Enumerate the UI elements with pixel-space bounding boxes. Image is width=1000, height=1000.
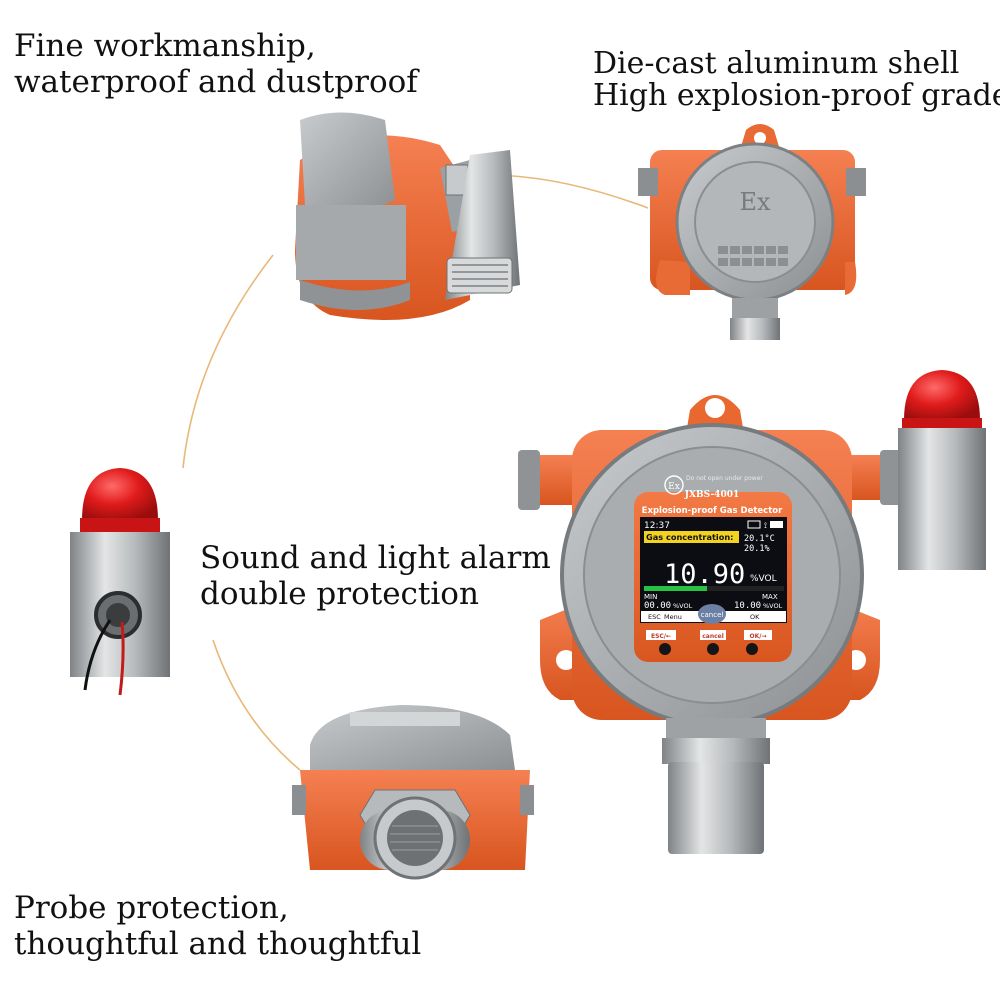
ring-warning-text: Do not open under power: [686, 475, 763, 482]
model-number: JXBS-4001: [684, 490, 739, 500]
button-esc[interactable]: ESC/←: [646, 630, 676, 655]
caption-workmanship-line1: Fine workmanship,: [14, 28, 316, 64]
button-ok[interactable]: OK/→: [744, 630, 772, 655]
max-unit: %VOL: [763, 602, 783, 610]
caption-shell-line1: Die-cast aluminum shell: [593, 46, 960, 81]
caption-probe: Probe protection, thoughtful and thought…: [14, 890, 421, 962]
svg-text:ESC/←: ESC/←: [651, 633, 671, 640]
closeup-diecast-shell: Ex: [638, 124, 866, 340]
gas-level-fill: [644, 586, 707, 591]
guide-arc-upper-left: [182, 254, 274, 469]
softkey-cancel: cancel: [701, 611, 724, 619]
softkey-ok: OK: [750, 613, 760, 621]
ex-mark-icon: [664, 475, 684, 495]
closeup-probe-housing: [292, 705, 534, 880]
gas-reading-value: 10.90: [664, 559, 745, 590]
caption-alarm-line2: double protection: [200, 576, 479, 612]
caption-alarm: Sound and light alarm double protection: [200, 540, 551, 612]
gas-concentration-label: Gas concentration:: [646, 532, 733, 542]
caption-probe-line2: thoughtful and thoughtful: [14, 926, 422, 962]
button-cancel[interactable]: cancel: [700, 630, 726, 655]
product-title: Explosion-proof Gas Detector: [642, 506, 783, 516]
caption-alarm-line1: Sound and light alarm: [200, 540, 551, 576]
caption-shell-line2: High explosion-proof grade: [593, 78, 1000, 113]
usb-icon: ⟟: [764, 521, 767, 530]
caption-probe-line1: Probe protection,: [14, 890, 289, 926]
softkey-esc: ESC: [648, 613, 661, 621]
shell-ex-marking: Ex: [739, 188, 771, 216]
max-label: MAX: [762, 593, 778, 601]
softkey-menu: Menu: [664, 613, 682, 621]
min-unit: %VOL: [673, 602, 693, 610]
alarm-beacon-icon: [70, 468, 170, 696]
gas-detector-main: Ex Do not open under power JXBS-4001 Exp…: [518, 370, 986, 854]
max-value: 10.00: [734, 601, 761, 611]
caption-shell: Die-cast aluminum shell High explosion-p…: [593, 48, 1000, 112]
min-value: 00.00: [644, 601, 671, 611]
svg-text:OK/→: OK/→: [750, 633, 767, 640]
caption-workmanship-line2: waterproof and dustproof: [14, 64, 418, 100]
guide-arc-lower-left: [212, 639, 301, 771]
lcd-time: 12:37: [644, 521, 670, 531]
side-alarm-beacon: [898, 370, 986, 570]
humidity-reading: 20.1%: [744, 544, 770, 554]
closeup-probe-joint: [295, 112, 520, 320]
gas-level-bar: [644, 586, 784, 591]
caption-workmanship: Fine workmanship, waterproof and dustpro…: [14, 28, 418, 100]
device-ex-mark: Ex: [668, 482, 680, 492]
lcd-status-icon: [747, 520, 761, 529]
gas-reading-unit: %VOL: [750, 574, 777, 584]
svg-text:cancel: cancel: [702, 633, 724, 640]
temperature-reading: 20.1°C: [744, 534, 775, 544]
battery-icon: [770, 521, 783, 528]
min-label: MIN: [644, 593, 657, 601]
probe-sleeve: [668, 762, 764, 854]
